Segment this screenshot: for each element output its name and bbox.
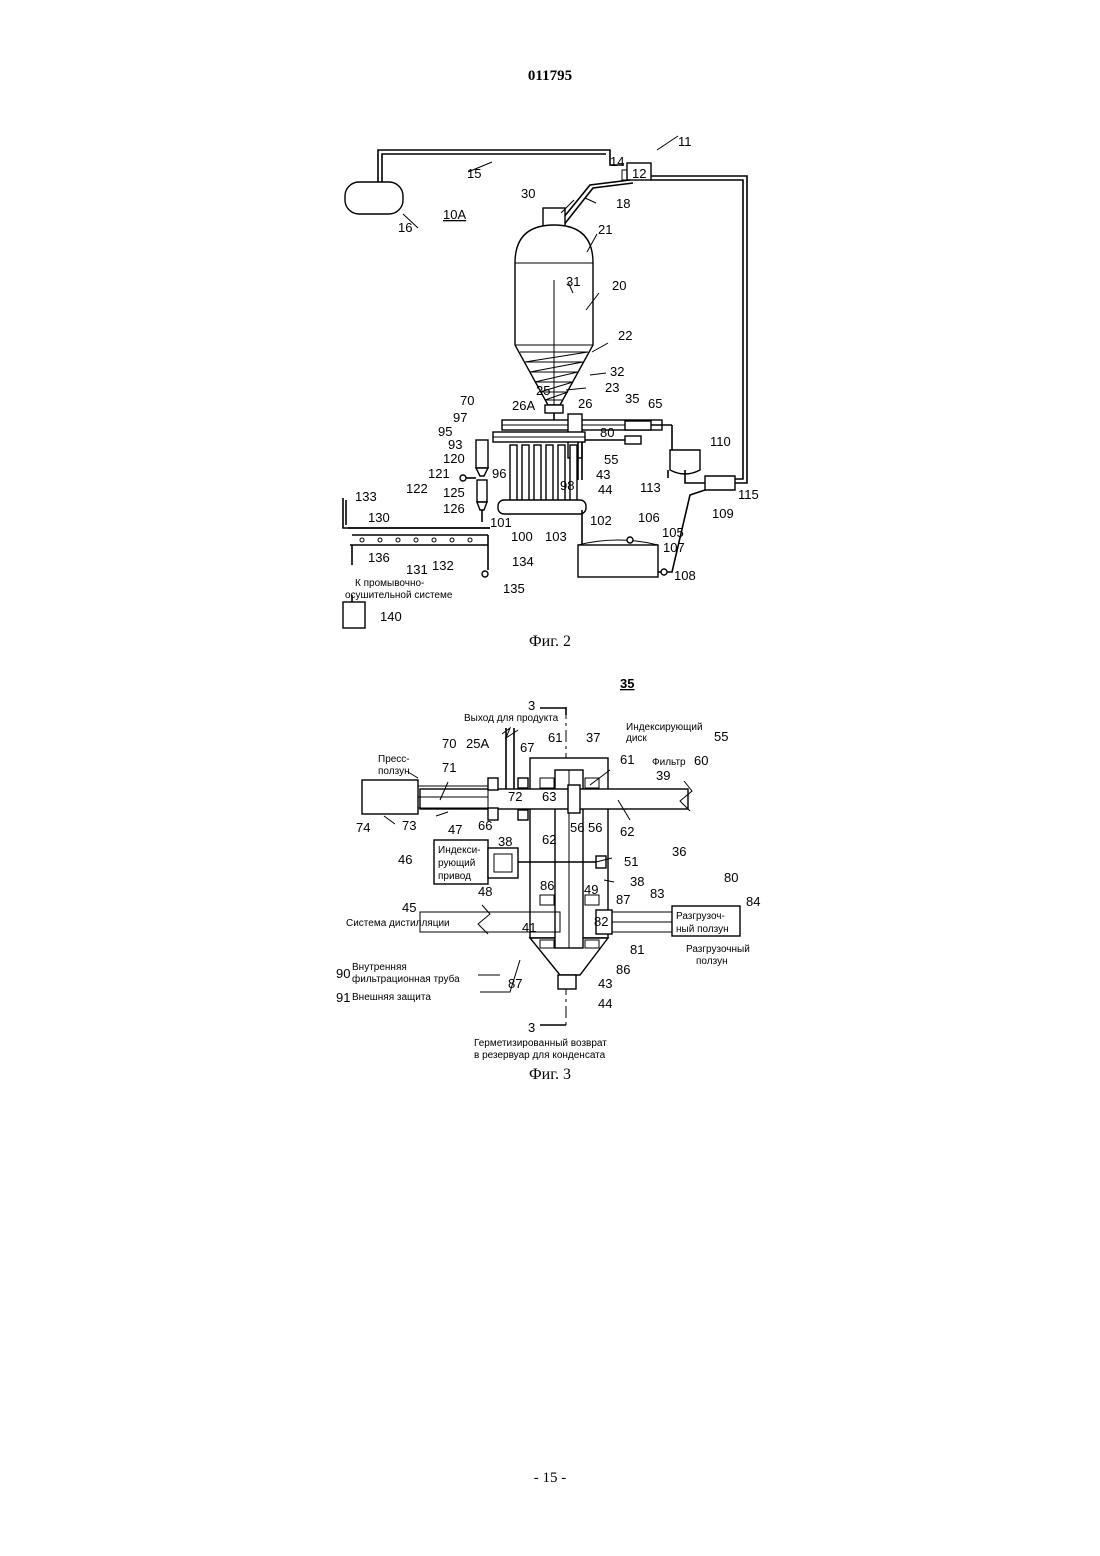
indexing-drive-label-2: рующий xyxy=(438,858,475,869)
label-44: 44 xyxy=(598,996,612,1011)
label-60: 60 xyxy=(694,753,708,768)
unload-slide-box-label-1: Разгрузоч- xyxy=(676,911,725,922)
return-label-2: в резервуар для конденсата xyxy=(474,1050,606,1061)
product-outlet-label: Выход для продукта xyxy=(464,713,559,724)
label-49: 49 xyxy=(584,882,598,897)
indexing-drive-label-3: привод xyxy=(438,871,471,882)
label-51: 51 xyxy=(624,854,638,869)
press-slide-label-1: Пресс- xyxy=(378,754,410,765)
label-61b: 61 xyxy=(620,752,634,767)
label-91: 91 xyxy=(336,990,350,1005)
label-71: 71 xyxy=(442,760,456,775)
figure-3-caption: Фиг. 3 xyxy=(0,1066,1100,1084)
label-38b: 38 xyxy=(630,874,644,889)
label-66: 66 xyxy=(478,818,492,833)
label-45: 45 xyxy=(402,900,416,915)
label-36: 36 xyxy=(672,844,686,859)
label-55: 55 xyxy=(714,729,728,744)
label-80: 80 xyxy=(724,870,738,885)
label-48: 48 xyxy=(478,884,492,899)
inner-pipe-label-2: фильтрационная труба xyxy=(352,973,460,985)
label-70: 70 xyxy=(442,736,456,751)
label-61a: 61 xyxy=(548,730,562,745)
label-83: 83 xyxy=(650,886,664,901)
label-74: 74 xyxy=(356,820,370,835)
label-72: 72 xyxy=(508,789,522,804)
label-62b: 62 xyxy=(620,824,634,839)
label-87b: 87 xyxy=(508,976,522,991)
filter-label: Фильтр xyxy=(652,757,686,768)
section-3-bottom: 3 xyxy=(528,1020,535,1035)
label-46: 46 xyxy=(398,852,412,867)
label-90: 90 xyxy=(336,966,350,981)
indexing-disc-label-1: Индексирующий xyxy=(626,722,703,733)
label-84: 84 xyxy=(746,894,760,909)
inner-pipe-label-1: Внутренняя xyxy=(352,962,407,973)
distillation-system-label: Система дистилляции xyxy=(346,918,450,929)
label-63: 63 xyxy=(542,789,556,804)
label-47: 47 xyxy=(448,822,462,837)
label-73: 73 xyxy=(402,818,416,833)
label-67: 67 xyxy=(520,740,534,755)
label-56b: 56 xyxy=(588,820,602,835)
label-41: 41 xyxy=(522,920,536,935)
return-label-1: Герметизированный возврат xyxy=(474,1038,607,1049)
label-56a: 56 xyxy=(570,820,584,835)
label-38a: 38 xyxy=(498,834,512,849)
label-81: 81 xyxy=(630,942,644,957)
press-cylinder-74 xyxy=(362,780,418,814)
section-3-top: 3 xyxy=(528,698,535,713)
indexing-disc-label-2: диск xyxy=(626,733,647,744)
label-86a: 86 xyxy=(540,878,554,893)
indexing-drive-label-1: Индекси- xyxy=(438,845,481,856)
unload-slide-label-1: Разгрузочный xyxy=(686,944,750,955)
page-footer: - 15 - xyxy=(0,1470,1100,1487)
label-39: 39 xyxy=(656,768,670,783)
label-25A: 25A xyxy=(466,736,489,751)
label-86b: 86 xyxy=(616,962,630,977)
outer-guard-label: Внешняя защита xyxy=(352,992,431,1003)
figure-3-title: 35 xyxy=(620,676,634,691)
unload-slide-box-label-2: ный ползун xyxy=(676,924,729,935)
unload-slide-label-2: ползун xyxy=(696,956,728,967)
figure-3-drawing: 35 3 3 Выход для продукта Индексирующий … xyxy=(0,0,1100,1100)
label-62a: 62 xyxy=(542,832,556,847)
label-87a: 87 xyxy=(616,892,630,907)
label-37: 37 xyxy=(586,730,600,745)
label-82: 82 xyxy=(594,914,608,929)
press-slide-label-2: ползун xyxy=(378,766,410,777)
label-43: 43 xyxy=(598,976,612,991)
